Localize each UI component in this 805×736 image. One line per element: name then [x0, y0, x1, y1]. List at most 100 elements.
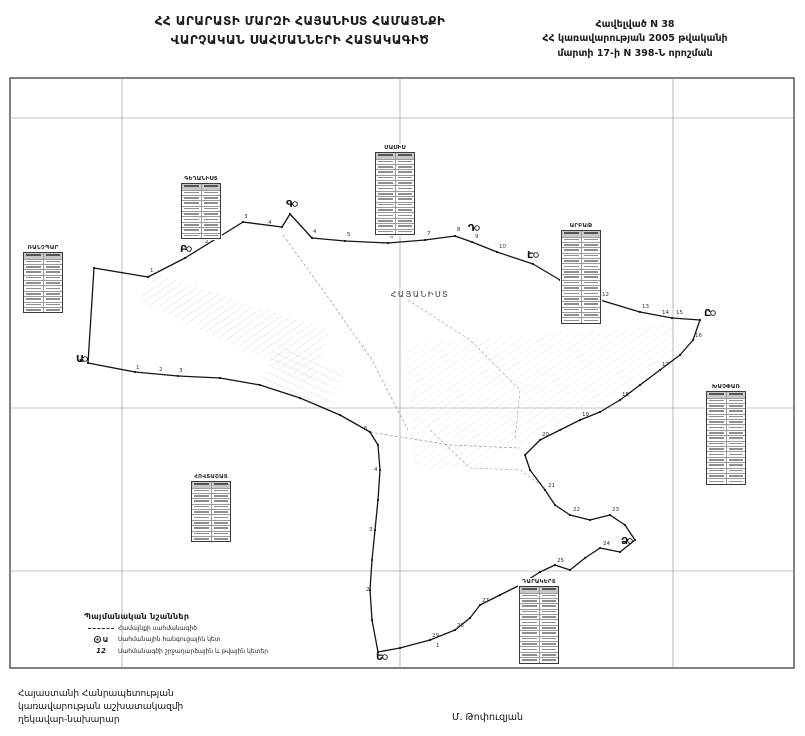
coordinate-cell — [520, 604, 540, 609]
coordinate-cell — [192, 520, 212, 526]
nodal-point-symbol: Ա — [84, 636, 118, 644]
coordinate-cell — [707, 430, 727, 436]
boundary-turning-point — [531, 262, 535, 266]
nodal-point-letter: Բ — [180, 244, 187, 255]
boundary-turning-point — [698, 318, 702, 322]
coordinate-cell — [376, 202, 396, 208]
boundary-line-symbol — [84, 628, 118, 629]
boundary-turning-point — [453, 628, 457, 632]
coordinate-table-row — [182, 217, 220, 223]
coordinate-table-grid — [561, 230, 601, 324]
coordinate-table-row — [520, 609, 558, 616]
coordinate-cell — [192, 531, 212, 537]
boundary-turning-point — [578, 418, 582, 422]
coordinate-table-row — [562, 264, 601, 270]
coordinate-cell — [582, 264, 601, 268]
boundary-point-number: 24 — [603, 541, 610, 547]
coordinate-cell — [582, 291, 601, 295]
boundary-turning-point — [618, 550, 622, 554]
coordinate-cell — [24, 302, 44, 308]
coordinate-table-header-row — [182, 184, 220, 191]
coordinate-table-row — [562, 248, 600, 254]
boundary-point-number: 22 — [573, 507, 580, 513]
coordinate-cell — [396, 160, 415, 164]
boundary-turning-point — [378, 468, 382, 472]
boundary-point-number: 17 — [662, 362, 669, 368]
coordinate-cell — [24, 270, 44, 275]
coordinate-cell — [540, 631, 559, 635]
coordinate-cell — [24, 259, 44, 264]
boundary-point-number: 7 — [427, 231, 431, 237]
coordinate-table-row — [707, 398, 746, 404]
boundary-turning-point — [368, 430, 372, 434]
coordinate-table-grid — [519, 586, 559, 664]
coordinate-table-row — [707, 403, 745, 410]
map-frame — [9, 77, 795, 669]
neighbor-community-label: ԽԱՉՓԱՌ — [711, 384, 741, 390]
coordinate-cell — [376, 197, 396, 202]
coordinate-table-row — [520, 620, 558, 626]
coordinate-cell — [396, 186, 415, 190]
coordinate-cell — [376, 213, 396, 218]
coordinate-table-row — [707, 409, 745, 415]
coordinate-cell — [727, 399, 746, 403]
coordinate-table-row — [520, 636, 558, 643]
annex-line3: մարտի 17-ի N 398-Ն որոշման — [557, 47, 713, 59]
boundary-point-number: 21 — [548, 483, 555, 489]
annex-line1: Հավելված N 38 — [595, 19, 675, 30]
boundary-turning-point — [495, 250, 499, 254]
boundary-turning-point — [638, 310, 642, 314]
coordinate-cell — [540, 599, 559, 603]
coordinate-cell — [376, 164, 396, 170]
boundary-turning-point — [538, 570, 542, 574]
coordinate-cell — [582, 308, 601, 312]
boundary-turning-point — [608, 513, 612, 517]
coordinate-cell — [562, 302, 582, 307]
coordinate-cell — [727, 425, 746, 429]
coordinate-cell — [376, 191, 396, 197]
coordinate-table-row — [182, 190, 221, 196]
boundary-point-number: 1 — [136, 365, 140, 371]
coordinate-cell — [212, 532, 231, 536]
coordinate-cell — [540, 615, 559, 619]
coordinate-table-row — [192, 488, 230, 494]
coordinate-table-row — [24, 270, 62, 276]
coordinate-cell — [396, 181, 415, 185]
coordinate-table-row — [376, 175, 414, 182]
coordinate-cell — [396, 165, 415, 169]
coordinate-cell — [582, 238, 601, 242]
coordinate-table-row — [707, 436, 746, 442]
coordinate-table-row — [376, 159, 415, 165]
coordinate-cell — [44, 265, 63, 269]
boundary-turning-point — [370, 558, 374, 562]
coordinate-cell — [520, 587, 540, 593]
coordinate-cell — [707, 479, 727, 484]
coordinate-table-row — [182, 233, 220, 239]
boundary-turning-point — [298, 396, 302, 400]
coordinate-table-row — [562, 253, 600, 260]
coordinate-cell — [44, 286, 63, 290]
coordinate-cell — [202, 191, 221, 195]
coordinate-table-row — [376, 186, 415, 192]
coordinate-table: ՌԱՆՉՊԱՐ — [22, 244, 64, 315]
nodal-point-marker — [292, 201, 298, 207]
coordinate-cell — [182, 206, 202, 212]
page-title: ՀՀ ԱՐԱՐԱՏԻ ՄԱՐԶԻ ՀԱՅԱՆԻՍՏ ՀԱՄԱՅՆՔԻ ՎԱՐՉԱ… — [80, 12, 520, 49]
boundary-point-number: 15 — [676, 310, 683, 316]
coordinate-table-row — [24, 308, 62, 313]
coordinate-cell — [24, 264, 44, 270]
coordinate-cell — [727, 436, 746, 440]
coordinate-table-row — [192, 504, 230, 511]
coordinate-cell — [707, 463, 727, 468]
footer-line1: Հայաստանի Հանրապետության — [18, 689, 174, 699]
nodal-point-letter: Ե — [376, 652, 383, 663]
hatched-parcels-center — [262, 345, 345, 408]
coordinate-cell — [540, 594, 559, 598]
coordinate-cell — [520, 593, 540, 598]
coordinate-cell — [192, 504, 212, 510]
coordinate-cell — [376, 181, 396, 186]
hatched-parcels-east — [405, 325, 688, 470]
boundary-turning-point — [218, 376, 222, 380]
coordinate-table-row — [192, 520, 230, 527]
